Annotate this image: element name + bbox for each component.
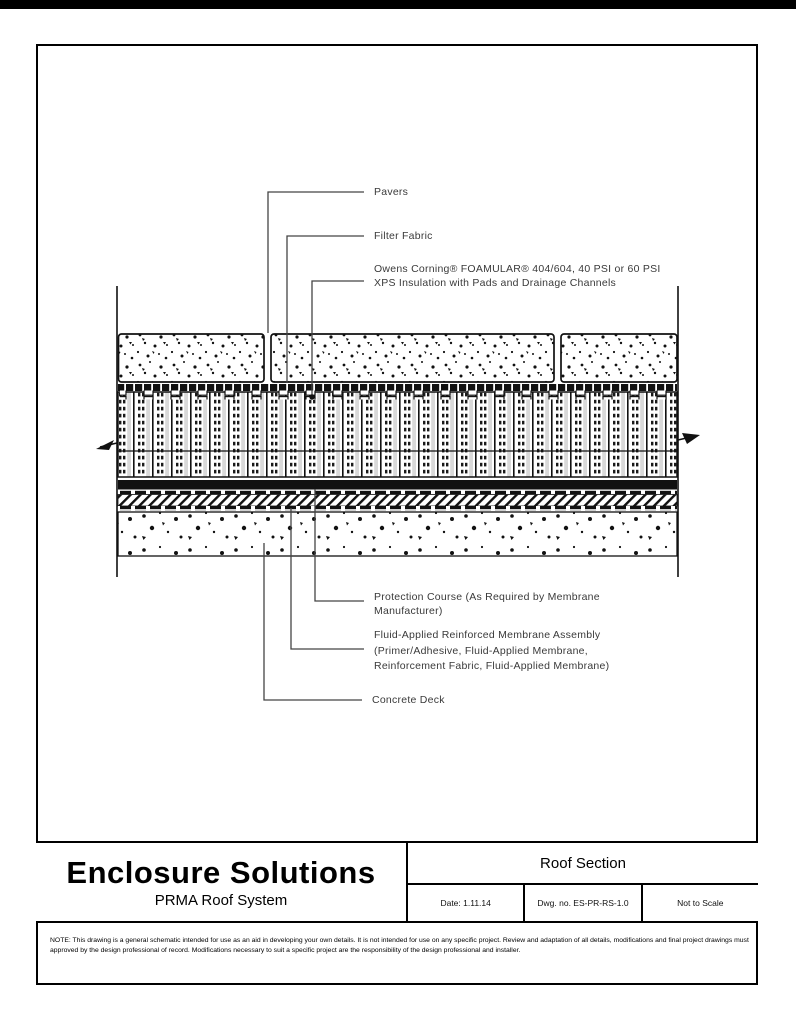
label-filter-fabric: Filter Fabric (374, 230, 433, 242)
layer-concrete-deck (117, 511, 678, 557)
company-name: Enclosure Solutions (66, 854, 376, 890)
title-block-right: Roof Section Date: 1.11.14 Dwg. no. ES-P… (408, 843, 758, 921)
layer-pavers (117, 333, 678, 383)
break-arrow-left (96, 440, 114, 450)
system-name: PRMA Roof System (154, 891, 288, 909)
label-membrane-assembly: Fluid-Applied Reinforced Membrane Assemb… (374, 629, 610, 672)
title-block-left: Enclosure Solutions PRMA Roof System (36, 843, 408, 921)
layer-protection-course (118, 480, 677, 490)
layer-filter-fabric (118, 384, 677, 391)
label-pavers: Pavers (374, 186, 409, 198)
leader-lines (263, 191, 364, 701)
layer-membrane-assembly (117, 490, 678, 511)
leader-arrow-dot (309, 394, 315, 400)
drawing-title: Roof Section (408, 843, 758, 885)
note-line-2: approved by the design professional of r… (50, 947, 521, 954)
scale-cell: Not to Scale (640, 885, 758, 921)
title-block-meta-row: Date: 1.11.14 Dwg. no. ES-PR-RS-1.0 Not … (408, 885, 758, 921)
label-concrete-deck: Concrete Deck (372, 694, 445, 706)
break-arrow-right (682, 433, 700, 444)
label-protection-course: Protection Course (As Required by Membra… (374, 591, 600, 617)
layer-xps-insulation (117, 390, 678, 478)
label-xps-insulation: Owens Corning® FOAMULAR® 404/604, 40 PSI… (374, 263, 661, 289)
date-cell: Date: 1.11.14 (440, 898, 491, 908)
dwg-no-cell: Dwg. no. ES-PR-RS-1.0 (523, 885, 640, 921)
note-line-1: NOTE: This drawing is a general schemati… (50, 937, 750, 944)
title-block: Enclosure Solutions PRMA Roof System Roo… (36, 841, 758, 923)
top-edge-bar (0, 0, 796, 9)
general-note: NOTE: This drawing is a general schemati… (50, 936, 750, 956)
